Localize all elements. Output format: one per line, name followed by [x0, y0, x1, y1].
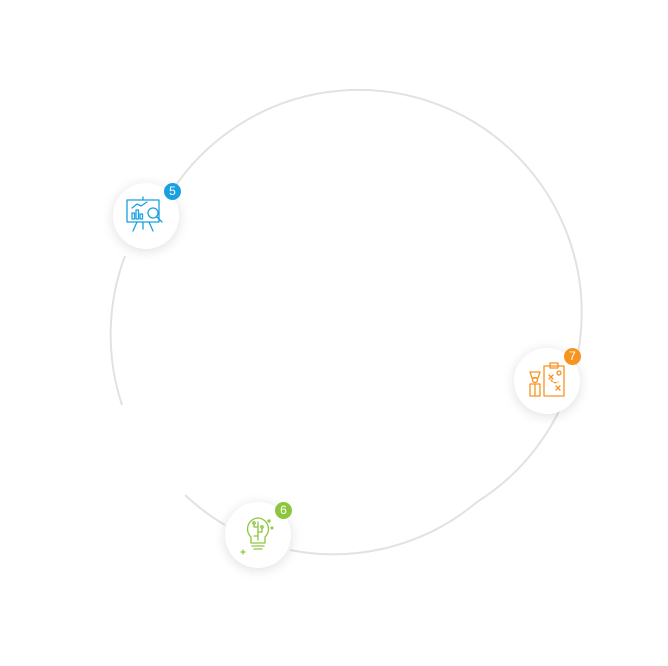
- strategy-planning-icon: [529, 362, 565, 397]
- presentation-analytics-icon: [126, 196, 163, 232]
- step-badge: 7: [564, 348, 581, 365]
- step-7-node[interactable]: 7: [514, 348, 581, 414]
- step-badge: 5: [164, 183, 181, 200]
- step-badge: 6: [275, 502, 292, 519]
- step-6-node[interactable]: 6: [225, 502, 292, 568]
- lightbulb-circuit-icon: [240, 517, 274, 555]
- step-5-node[interactable]: 5: [113, 183, 181, 249]
